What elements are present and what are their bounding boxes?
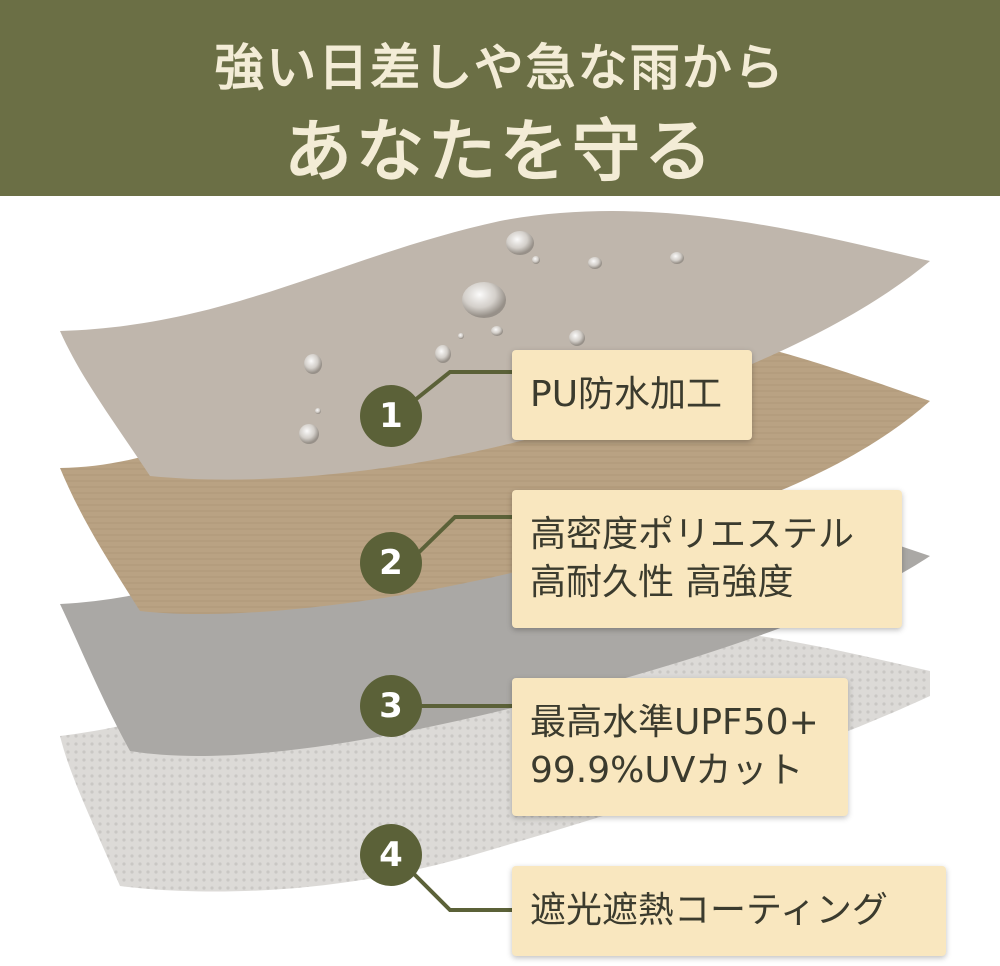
connector-line-1 — [408, 370, 512, 406]
layer-number-badge-4: 4 — [360, 824, 422, 886]
layer-label-2: 高密度ポリエステル 高耐久性 高強度 — [512, 490, 902, 628]
layer-label-2-line-2: 高耐久性 高強度 — [530, 562, 794, 603]
layer-label-2-line-1: 高密度ポリエステル — [530, 514, 855, 555]
layer-label-1-line-1: PU防水加工 — [530, 374, 723, 415]
layer-1-fabric — [60, 211, 930, 480]
headline-line-2: あなたを守る — [283, 113, 716, 192]
headline-banner: 強い日差しや急な雨から あなたを守る — [0, 0, 1000, 196]
connector-line-2 — [408, 515, 512, 563]
layer-label-1: PU防水加工 — [512, 350, 752, 440]
layer-label-4: 遮光遮熱コーティング — [512, 866, 946, 956]
layer-label-3: 最高水準UPF50+ 99.9%UVカット — [512, 678, 848, 816]
water-droplets — [299, 231, 684, 444]
layer-number-badge-3: 3 — [360, 675, 422, 737]
layer-label-4-line-1: 遮光遮熱コーティング — [530, 890, 888, 931]
headline-line-1: 強い日差しや急な雨から — [214, 39, 786, 97]
layer-label-3-line-2: 99.9%UVカット — [530, 750, 804, 791]
layer-number-badge-2: 2 — [360, 532, 422, 594]
connector-line-4 — [408, 868, 512, 912]
layer-number-badge-1: 1 — [360, 385, 422, 447]
layer-label-3-line-1: 最高水準UPF50+ — [530, 702, 819, 743]
